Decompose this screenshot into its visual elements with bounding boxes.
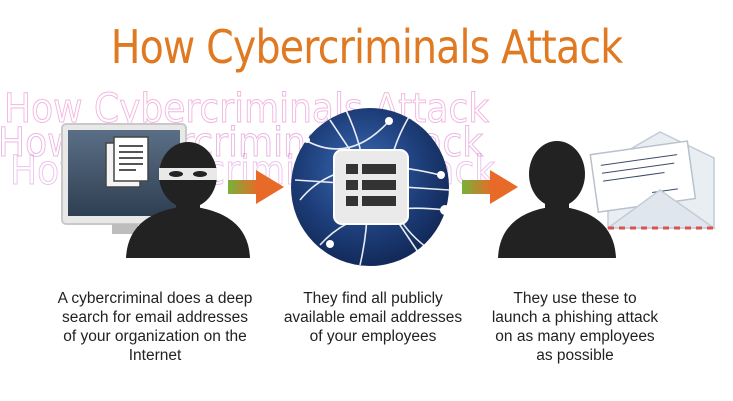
arrow-2-icon [462, 170, 518, 204]
envelope-icon [589, 131, 717, 230]
step-1-caption: A cybercriminal does a deep search for e… [57, 290, 253, 364]
step-2-caption: They find all publicly available email a… [283, 290, 463, 345]
documents-icon [105, 136, 149, 188]
step-3-caption: They use these to launch a phishing atta… [491, 290, 659, 364]
hacker-silhouette-icon [126, 142, 250, 258]
page-title: How Cybercriminals Attack [110, 20, 623, 74]
person-silhouette-icon [498, 141, 616, 258]
person-with-envelope-icon [498, 131, 717, 258]
globe-with-list-icon [291, 107, 450, 266]
hacker-at-computer-icon [61, 123, 250, 258]
monitor-neck [112, 224, 138, 234]
arrow-1-icon [228, 170, 284, 204]
